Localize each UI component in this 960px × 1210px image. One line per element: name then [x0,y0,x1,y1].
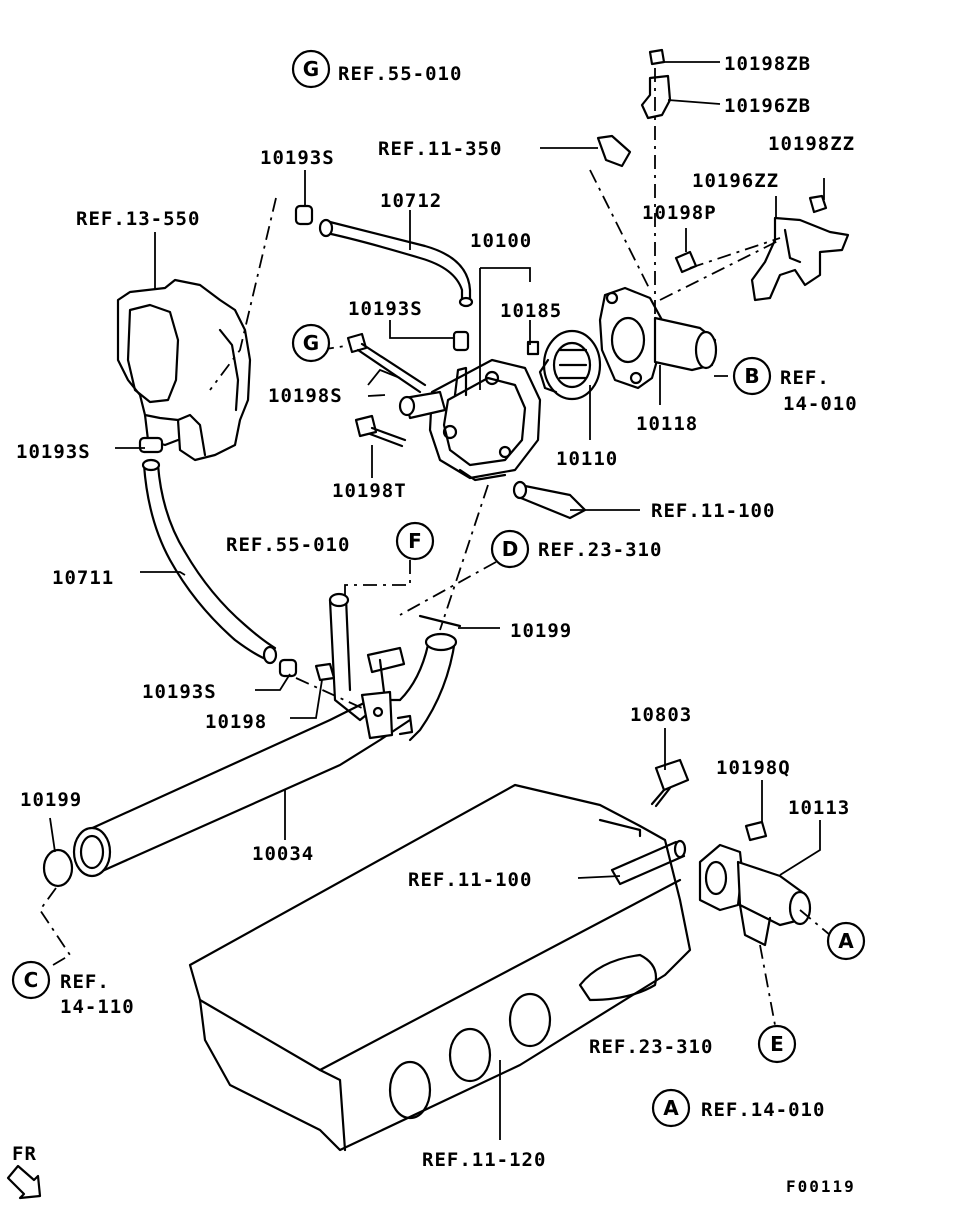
svg-text:F: F [408,529,422,553]
label-10198t: 10198T [332,480,407,502]
water-outlet-10118 [598,286,718,390]
label-ref-55-010-top: REF.55-010 [338,63,462,85]
thermostat-10110 [538,329,602,401]
o-ring-10199-left [42,848,74,888]
label-10196zz: 10196ZZ [692,170,779,192]
thermostat-housing-10100 [398,358,542,482]
label-10711: 10711 [52,567,114,589]
label-10113: 10113 [788,797,850,819]
label-10198q: 10198Q [716,757,791,779]
svg-text:A: A [838,929,854,953]
circle-marker-c: C [11,960,51,1000]
circle-marker-g-top: G [291,49,331,89]
label-ref-11-100-top: REF.11-100 [651,500,775,522]
label-10198: 10198 [205,711,267,733]
circle-marker-b: B [732,356,772,396]
label-ref-14-010-line2: 14-010 [783,393,858,415]
label-10196zb: 10196ZB [724,95,811,117]
hose-10712 [318,218,474,308]
label-10193s-bottom: 10193S [142,681,217,703]
svg-text:E: E [770,1032,784,1056]
label-10193s-mid: 10193S [348,298,423,320]
leader-lines [49,61,825,1140]
cylinder-head [188,783,692,1152]
label-ref-14-010-legend: REF.14-010 [701,1099,825,1121]
svg-text:D: D [502,537,519,561]
throttle-body-cover [116,278,252,462]
label-ref-55-010-mid: REF.55-010 [226,534,350,556]
label-10712: 10712 [380,190,442,212]
circle-marker-d: D [490,529,530,569]
circle-marker-e: E [757,1024,797,1064]
pipe-bracket-ref11350 [596,134,632,168]
svg-text:B: B [744,364,759,388]
bolt-10198p [674,250,698,274]
water-inlet-10113 [698,820,812,947]
label-10198s: 10198S [268,385,343,407]
label-ref-23-310-mid: REF.23-310 [538,539,662,561]
circle-marker-a-right: A [826,921,866,961]
label-ref-14-010-line1: REF. [780,367,830,389]
label-ref-11-100-bottom: REF.11-100 [408,869,532,891]
label-10199-mid: 10199 [510,620,572,642]
svg-text:G: G [303,57,319,81]
circle-marker-g-mid: G [291,323,331,363]
label-ref-11-120: REF.11-120 [422,1149,546,1171]
bleed-valve-10185 [526,340,540,356]
circle-marker-f: F [395,521,435,561]
label-10185: 10185 [500,300,562,322]
label-ref-13-550: REF.13-550 [76,208,200,230]
svg-text:G: G [303,331,319,355]
short-pipe-ref11100-top [512,480,587,520]
label-ref-14-110-line1: REF. [60,971,110,993]
bracket-10196zb [640,48,672,120]
label-10803: 10803 [630,704,692,726]
label-ref-11-350: REF.11-350 [378,138,502,160]
hose-10711 [138,436,298,678]
circle-marker-a-legend: A [651,1088,691,1128]
svg-text:C: C [24,968,39,992]
label-10199-left: 10199 [20,789,82,811]
clamp-10193s-top [294,204,470,352]
o-ring-10199-mid [418,614,462,628]
label-10198p: 10198P [642,202,717,224]
svg-text:A: A [663,1096,679,1120]
svg-text:FR: FR [12,1143,37,1165]
label-10034: 10034 [252,843,314,865]
label-10198zb: 10198ZB [724,53,811,75]
label-ref-23-310-bottom: REF.23-310 [589,1036,713,1058]
bracket-10196zz [750,194,850,302]
front-arrow-icon [6,1164,42,1200]
label-10110: 10110 [556,448,618,470]
label-ref-14-110-line2: 14-110 [60,996,135,1018]
sensor-10803 [650,758,690,808]
label-10193s-left: 10193S [16,441,91,463]
front-direction-indicator: FR [6,1143,42,1200]
label-10193s-top: 10193S [260,147,335,169]
label-10118: 10118 [636,413,698,435]
label-10100: 10100 [470,230,532,252]
label-10198zz: 10198ZZ [768,133,855,155]
short-pipe-ref11100-bottom [610,839,687,886]
figure-code: F00119 [786,1177,856,1196]
bolts-10198s [346,332,427,448]
water-pipe-10034 [72,592,458,878]
